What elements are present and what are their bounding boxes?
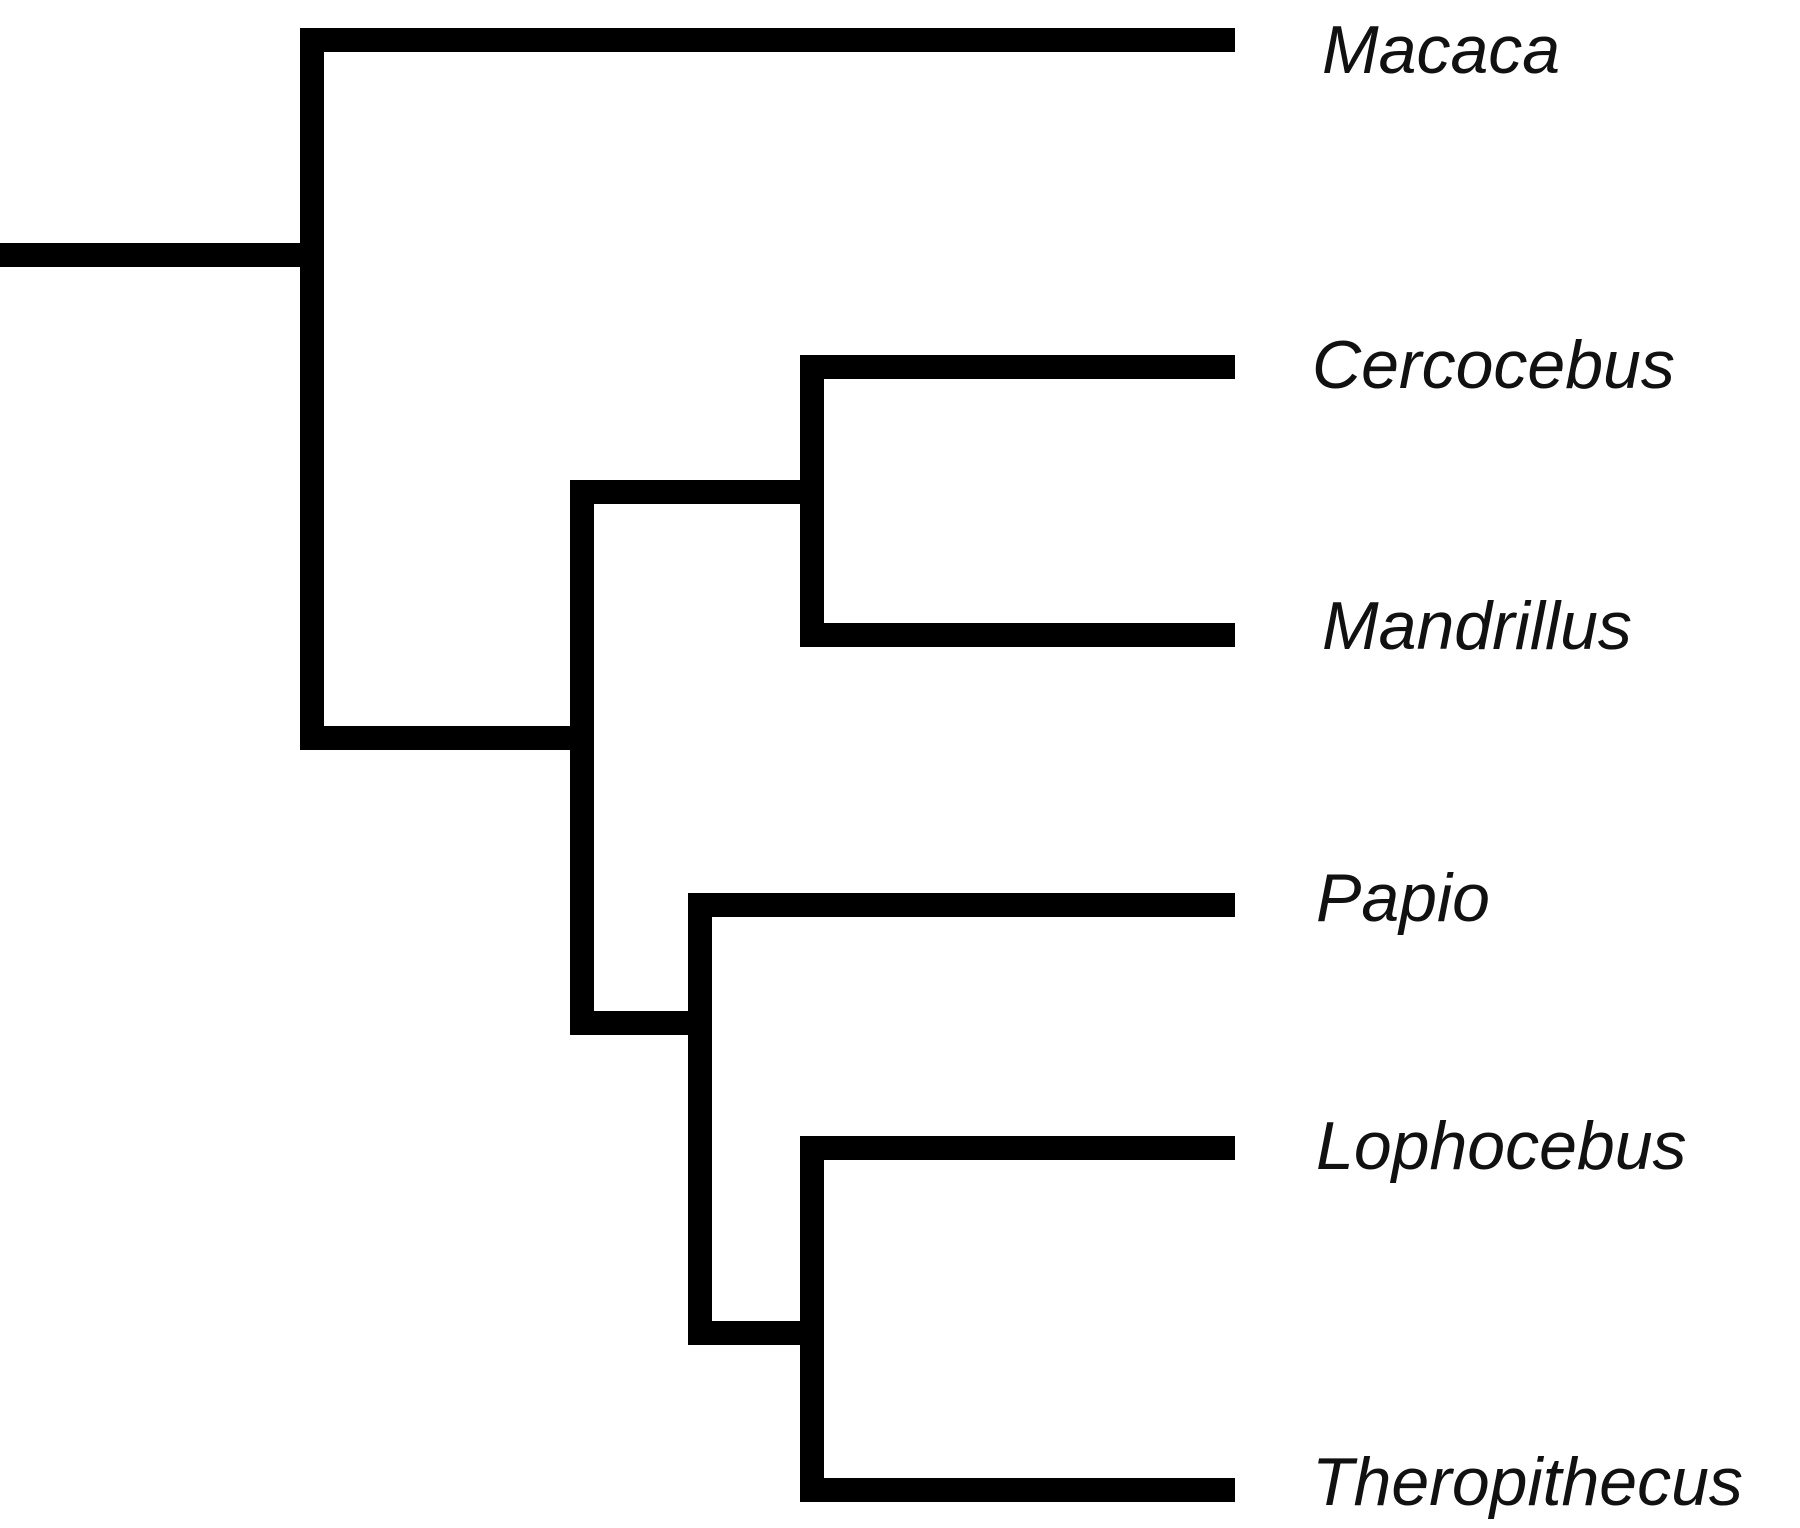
taxon-label-macaca: Macaca xyxy=(1322,12,1560,88)
taxon-label-papio: Papio xyxy=(1316,860,1490,936)
tree-branches xyxy=(0,28,1235,1502)
taxon-label-mandrillus: Mandrillus xyxy=(1322,588,1632,664)
taxon-label-lophocebus: Lophocebus xyxy=(1316,1108,1687,1184)
taxon-label-cercocebus: Cercocebus xyxy=(1312,327,1675,403)
taxon-labels: Macaca Cercocebus Mandrillus Papio Lopho… xyxy=(1312,12,1743,1520)
taxon-label-theropithecus: Theropithecus xyxy=(1312,1444,1743,1520)
